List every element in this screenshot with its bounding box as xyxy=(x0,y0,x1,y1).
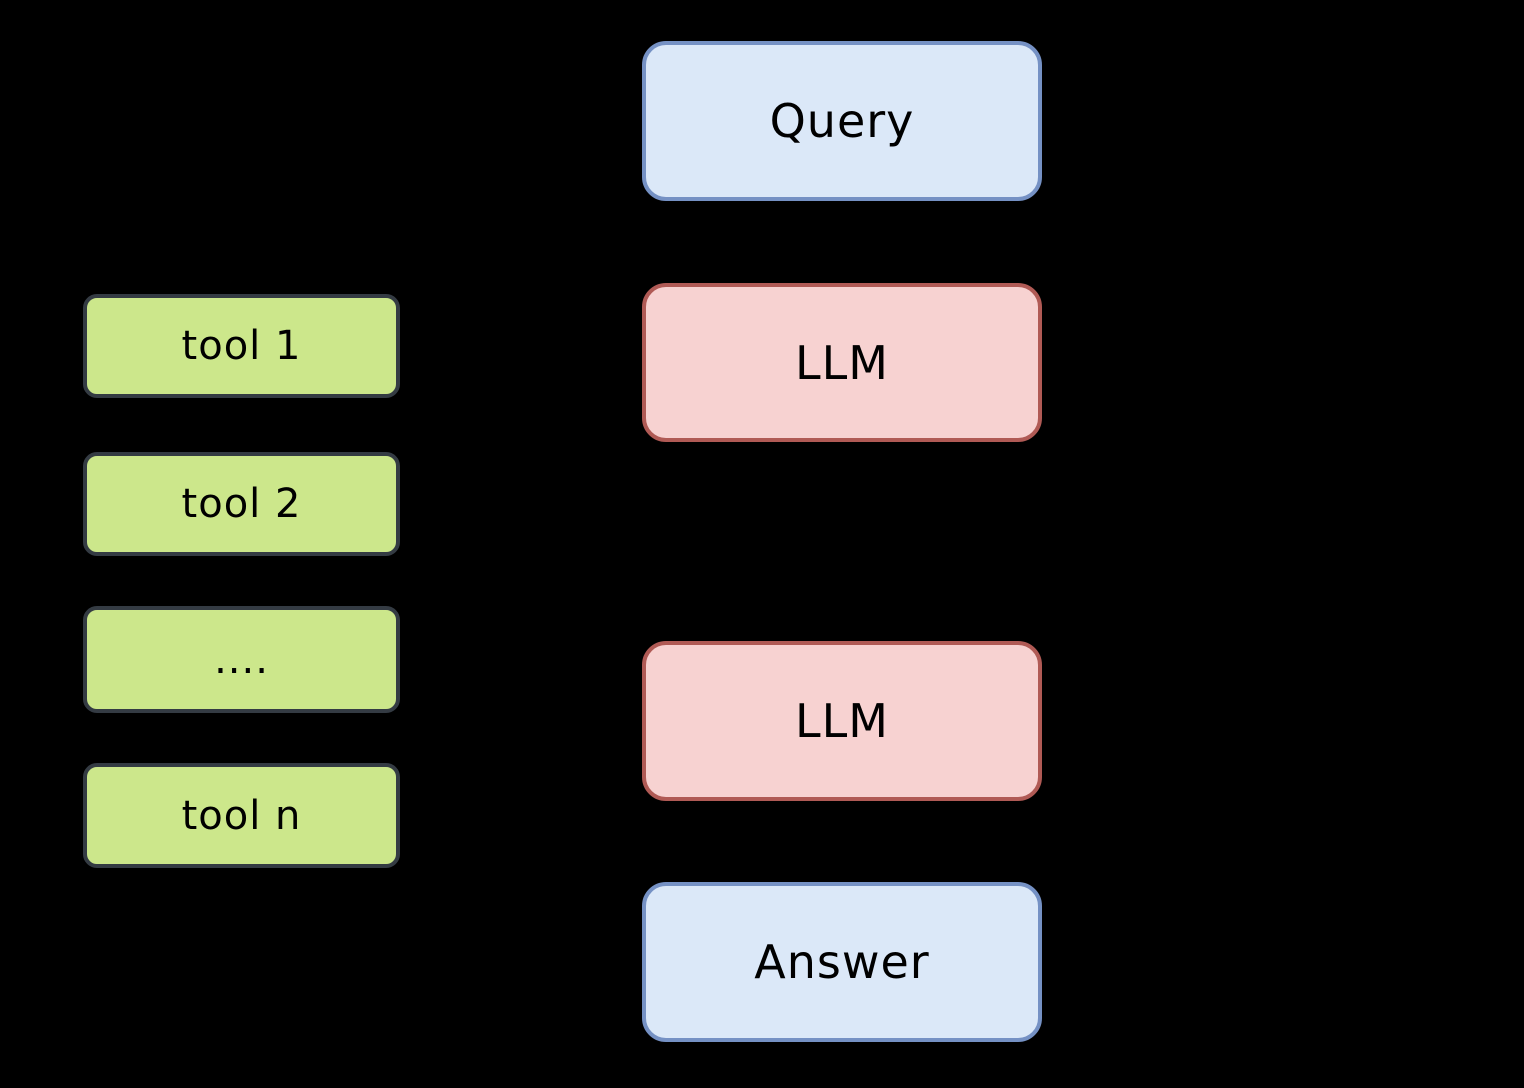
tool-1-label: tool 1 xyxy=(181,323,302,369)
tool-n-label: tool n xyxy=(181,792,302,839)
tool-2-node: tool 2 xyxy=(83,452,400,556)
tool-ellipsis-label: .... xyxy=(214,636,269,683)
tool-2-label: tool 2 xyxy=(181,481,302,527)
llm-bottom-label: LLM xyxy=(795,694,889,748)
tool-ellipsis-node: .... xyxy=(83,606,400,713)
llm-node-bottom: LLM xyxy=(642,641,1042,801)
tool-n-node: tool n xyxy=(83,763,400,868)
llm-node-top: LLM xyxy=(642,283,1042,442)
answer-node: Answer xyxy=(642,882,1042,1042)
llm-top-label: LLM xyxy=(795,335,889,390)
query-node: Query xyxy=(642,41,1042,201)
query-label: Query xyxy=(769,94,915,148)
answer-label: Answer xyxy=(754,935,930,989)
tool-1-node: tool 1 xyxy=(83,294,400,398)
